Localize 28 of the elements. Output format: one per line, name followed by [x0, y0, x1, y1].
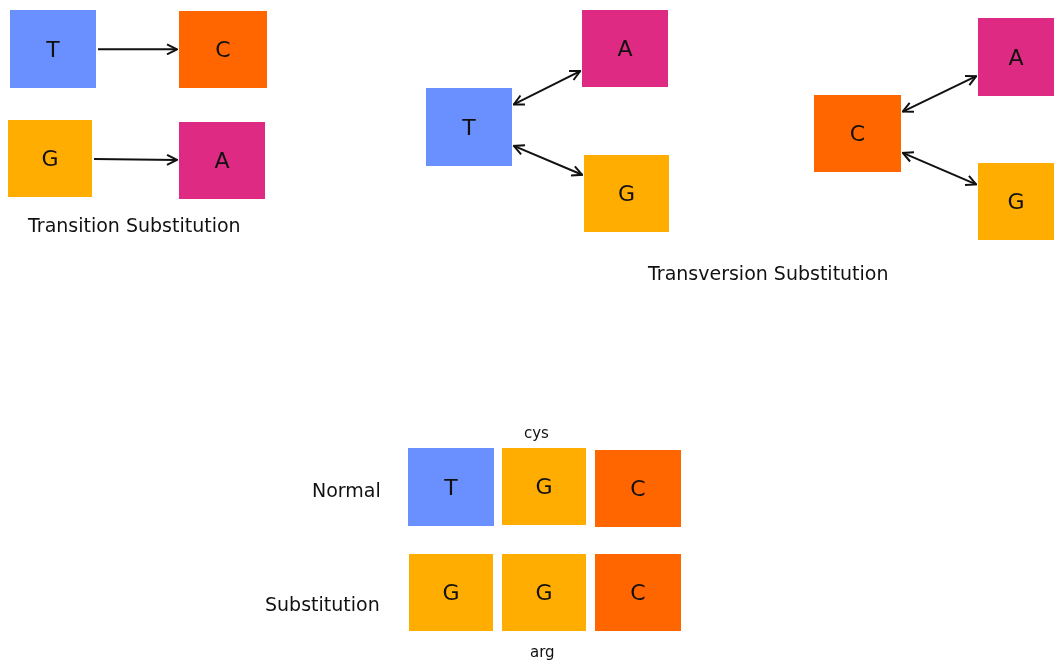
nucleotide-box: T: [10, 10, 96, 88]
nucleotide-box: T: [408, 448, 494, 526]
row-label: Substitution: [265, 593, 380, 615]
amino-acid-label: arg: [530, 643, 555, 661]
nucleotide-box: T: [426, 88, 512, 166]
nucleotide-box: C: [595, 450, 681, 527]
nucleotide-box: G: [8, 120, 92, 197]
arrow: [97, 43, 178, 56]
caption: Transversion Substitution: [648, 262, 889, 284]
nucleotide-box: C: [179, 11, 267, 88]
nucleotide-box: C: [595, 554, 681, 631]
caption: Transition Substitution: [28, 214, 241, 236]
nucleotide-box: G: [584, 155, 669, 232]
nucleotide-box: G: [409, 554, 493, 631]
arrow: [901, 75, 978, 113]
nucleotide-box: A: [978, 18, 1054, 96]
amino-acid-label: cys: [524, 424, 549, 442]
row-label: Normal: [312, 479, 381, 501]
arrow: [93, 153, 178, 166]
nucleotide-box: A: [179, 122, 265, 199]
nucleotide-box: G: [502, 448, 586, 525]
nucleotide-box: G: [978, 163, 1054, 240]
arrow: [512, 70, 582, 106]
nucleotide-box: C: [814, 95, 901, 172]
nucleotide-box: G: [502, 554, 586, 631]
arrow: [512, 144, 584, 177]
arrow: [901, 151, 978, 187]
nucleotide-box: A: [582, 10, 668, 87]
